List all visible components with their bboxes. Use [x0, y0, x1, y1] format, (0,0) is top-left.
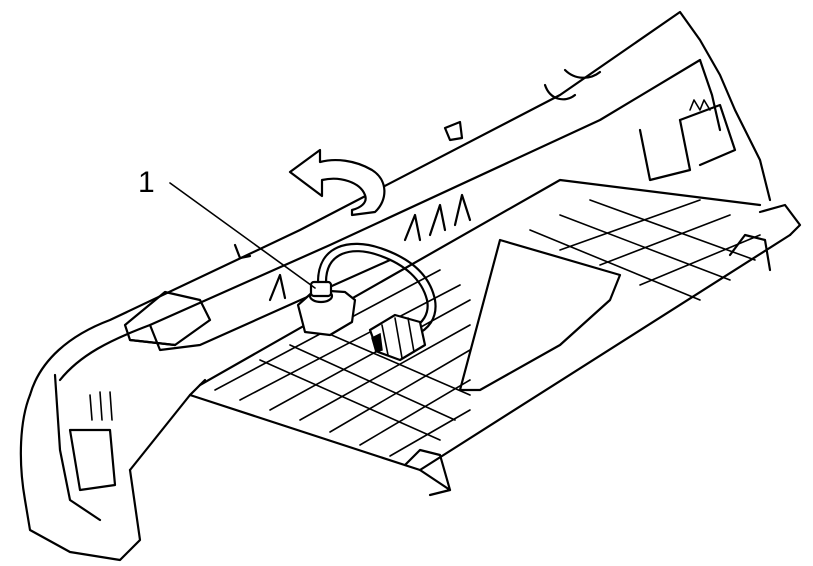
- callout-1: 1: [138, 166, 316, 289]
- floor-grid: [188, 178, 802, 497]
- rotate-arrow-icon: [288, 148, 386, 217]
- left-handle: [123, 290, 212, 347]
- body-outline: [19, 10, 772, 562]
- connector-assembly: [296, 242, 437, 362]
- callout-label-1: 1: [138, 166, 155, 199]
- callout-leader-line: [169, 182, 316, 289]
